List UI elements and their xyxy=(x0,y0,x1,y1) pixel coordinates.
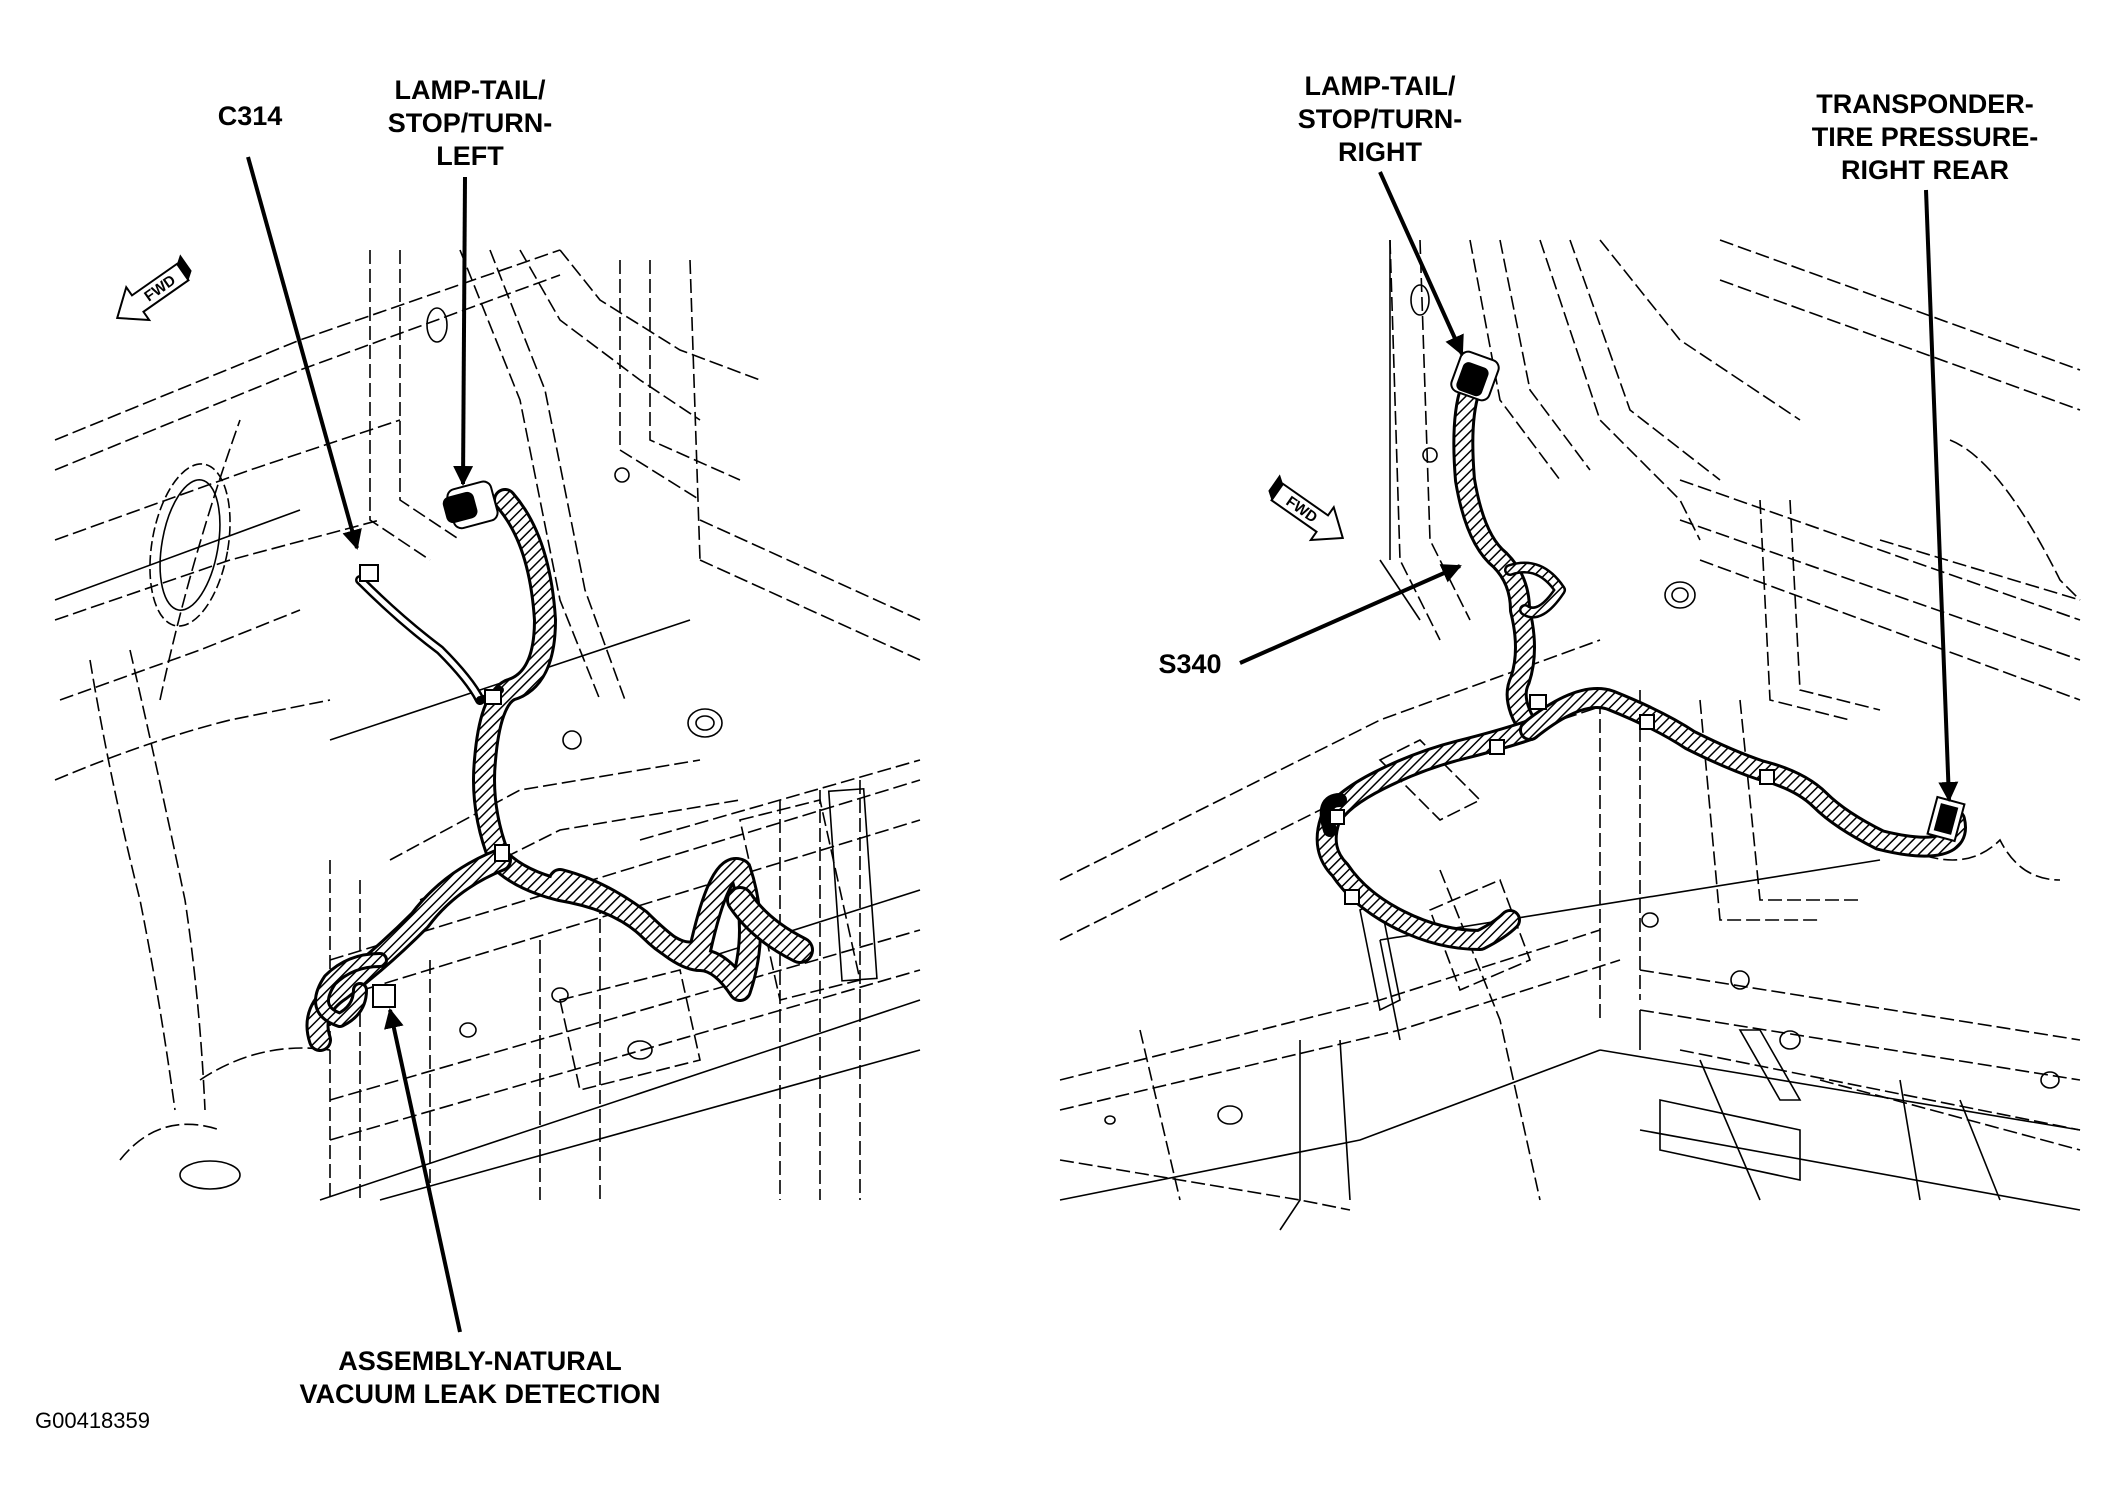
left-fwd-arrow-icon: FWD xyxy=(115,254,192,322)
right-connectors xyxy=(1329,350,1966,905)
left-body-structure xyxy=(54,249,921,1200)
right-body-structure xyxy=(1059,239,2081,1211)
right-wire-harness xyxy=(1315,379,1967,951)
right-body-holes xyxy=(1104,284,2060,1125)
transponder-tire-pressure-right-rear-label: TRANSPONDER- TIRE PRESSURE- RIGHT REAR xyxy=(1811,89,2039,185)
right-leader-arrows xyxy=(1239,171,1959,802)
assembly-natural-vacuum-leak-detection-label: ASSEMBLY-NATURAL VACUUM LEAK DETECTION xyxy=(299,1346,661,1409)
left-leader-arrows xyxy=(246,156,474,1333)
left-connectors xyxy=(359,480,510,1008)
lamp-tail-stop-turn-right-label: LAMP-TAIL/ STOP/TURN- RIGHT xyxy=(1297,71,1463,167)
left-wire-harness xyxy=(305,488,814,1052)
c314-label: C314 xyxy=(217,101,283,131)
lamp-tail-stop-turn-left-label: LAMP-TAIL/ STOP/TURN- LEFT xyxy=(387,75,553,171)
s340-label: S340 xyxy=(1158,649,1222,679)
nvld-connector-icon xyxy=(372,984,396,1008)
figure-id: G00418359 xyxy=(35,1408,150,1433)
left-body-holes xyxy=(149,307,723,1190)
right-body-solid-lines xyxy=(1059,240,2081,1231)
right-fwd-arrow-icon: FWD xyxy=(1268,474,1345,542)
c314-connector-icon xyxy=(359,564,379,582)
